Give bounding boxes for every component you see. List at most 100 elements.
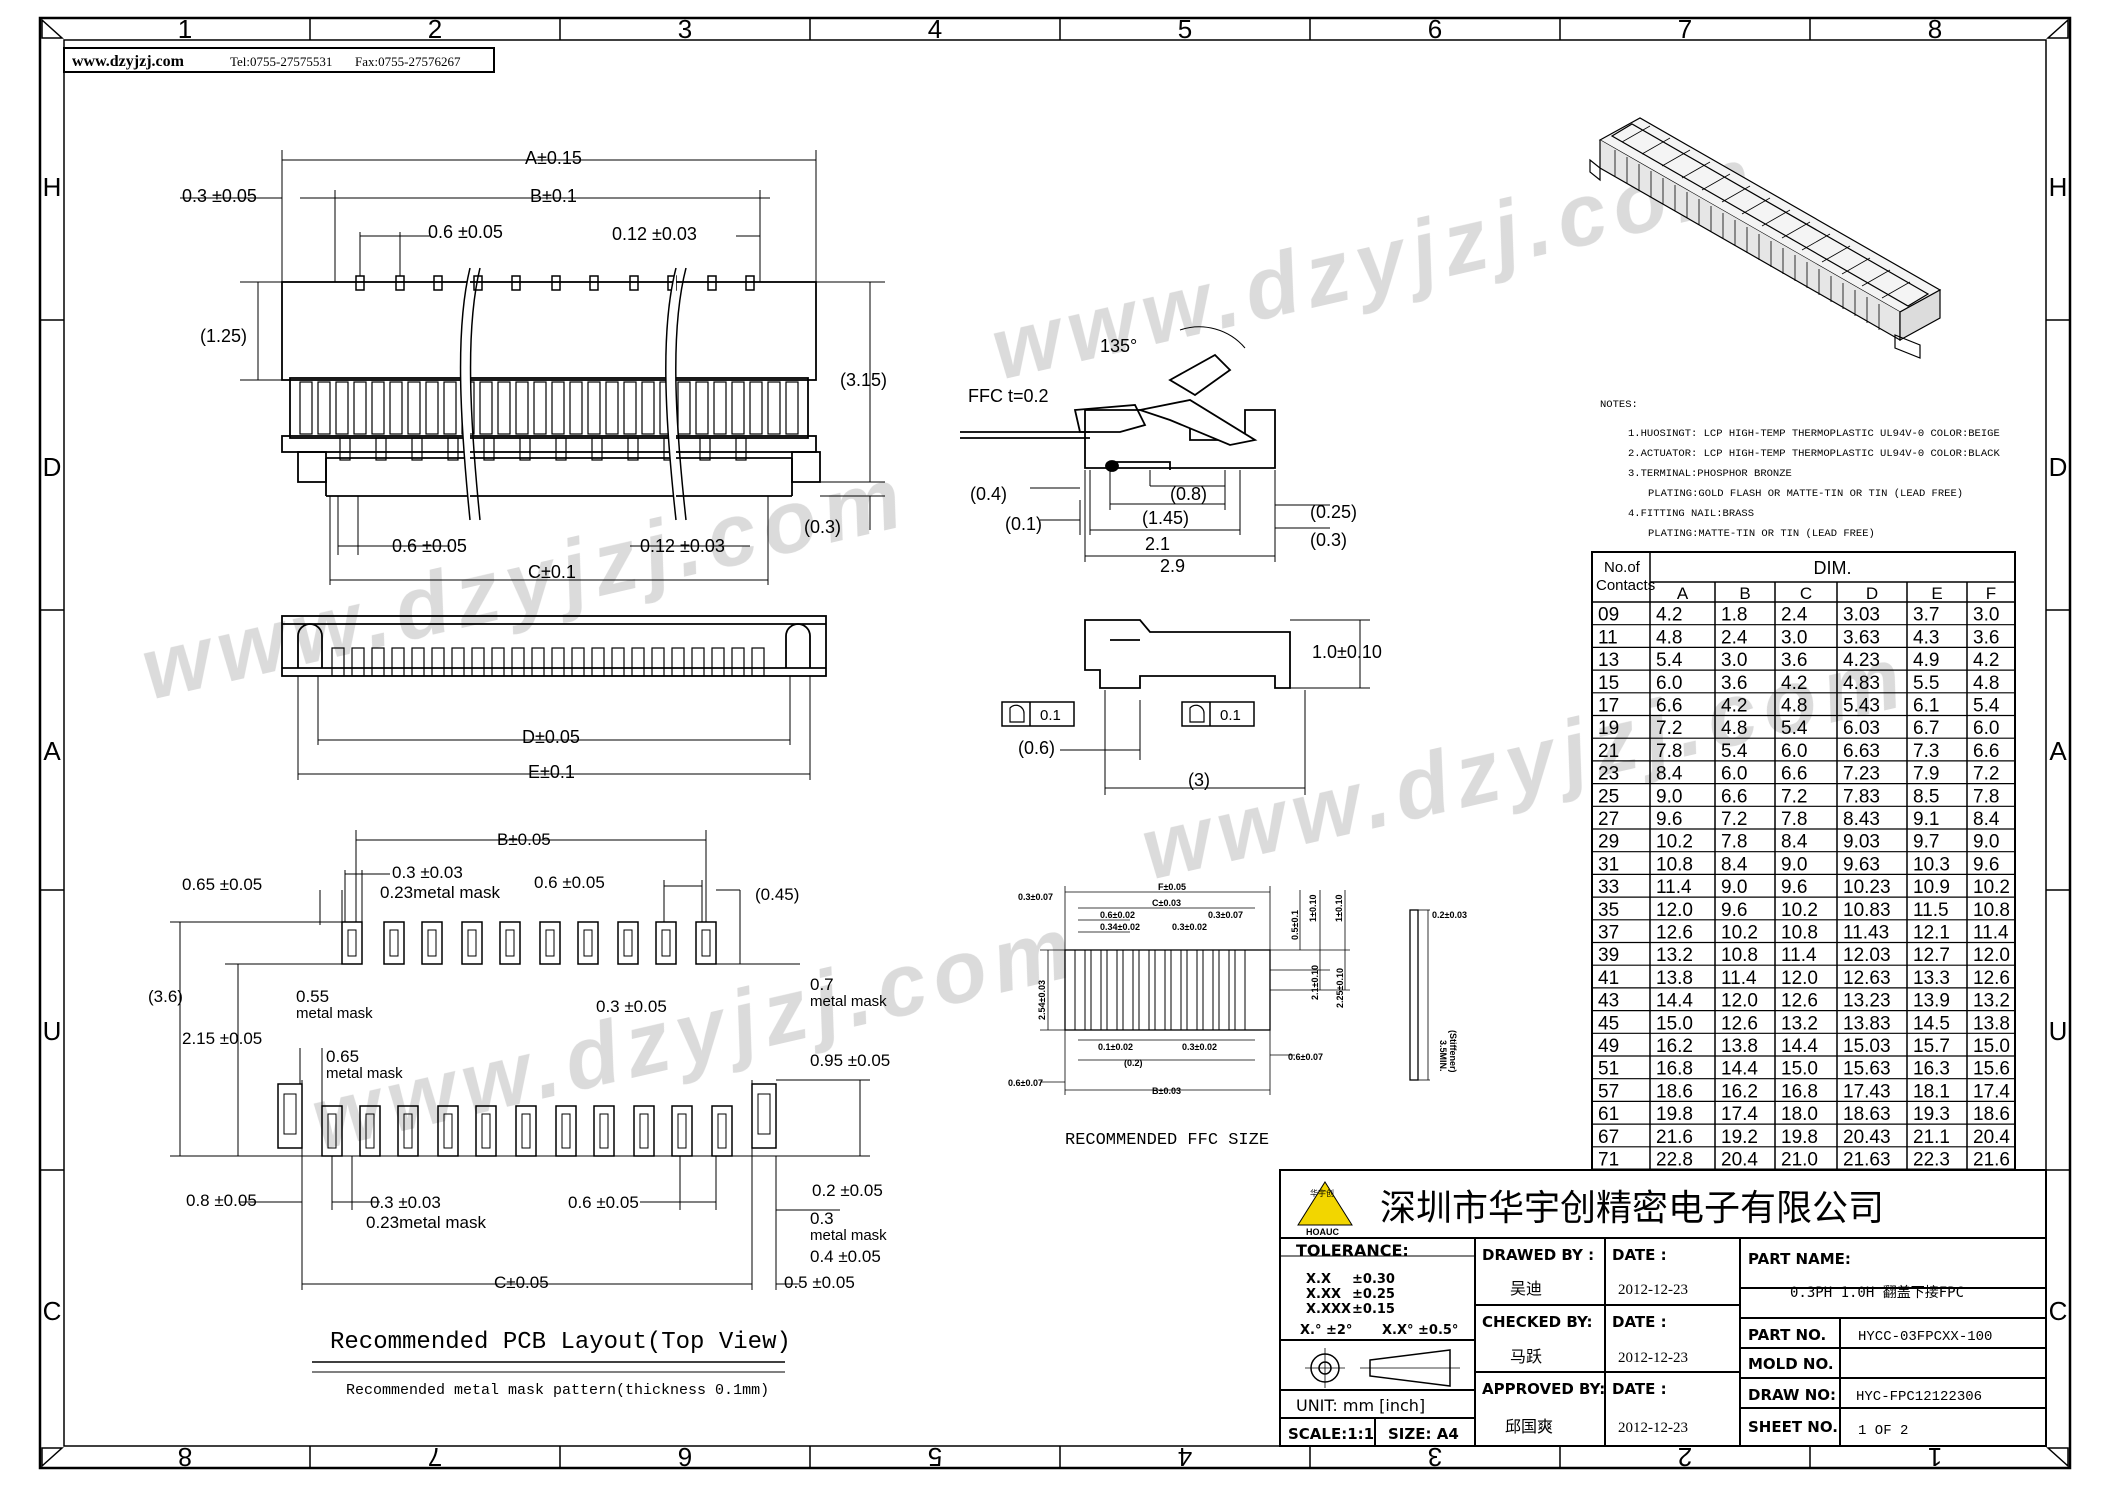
pcb-labels: B±0.05 0.3 ±0.03 0.23metal mask 0.6 ±0.0… [148, 830, 890, 1399]
table-cell: 3.03 [1843, 605, 1880, 626]
dim-315: (3.15) [840, 370, 887, 390]
table-cell: 6.1 [1913, 696, 1939, 717]
dim-04: (0.4) [970, 484, 1007, 504]
side-view-dimensions [1030, 470, 1330, 562]
zone-labels: 1 2 3 4 5 6 7 8 8 7 6 5 4 3 2 1 H D A U … [43, 14, 2068, 1472]
table-cell: 20.43 [1843, 1127, 1891, 1148]
ffc-1b: 1±0.10 [1334, 895, 1344, 922]
dim-145: (1.45) [1142, 508, 1189, 528]
pcb-mask-065: metal mask [326, 1065, 403, 1082]
table-cell: 6.0 [1656, 673, 1682, 694]
top-view [281, 615, 827, 780]
table-cell: 10.8 [1721, 945, 1758, 966]
note-3b: PLATING:GOLD FLASH OR MATTE-TIN OR TIN (… [1648, 488, 1963, 500]
front-view-labels: A±0.15 B±0.1 0.3 ±0.05 0.6 ±0.05 0.12 ±0… [182, 148, 887, 582]
table-cell: 21.63 [1843, 1150, 1891, 1171]
table-cell: 3.63 [1843, 627, 1880, 648]
table-row-contacts: 25 [1598, 786, 1619, 807]
table-cell: 7.8 [1656, 741, 1682, 762]
front-break-lines [459, 267, 687, 521]
table-cell: 5.4 [1781, 718, 1808, 739]
ffc-02: (0.2) [1124, 1058, 1143, 1068]
pcb-dim-08: 0.8 ±0.05 [186, 1191, 257, 1210]
table-cell: 15.0 [1781, 1059, 1818, 1080]
unit-label: UNIT: mm [inch] [1296, 1396, 1425, 1415]
table-cell: 6.0 [1721, 764, 1747, 785]
table-cell: 12.1 [1913, 923, 1950, 944]
table-cell: 9.6 [1656, 809, 1682, 830]
zone-top-1: 1 [178, 14, 192, 44]
zone-bot-8: 8 [178, 1442, 192, 1472]
pcb-dim-03-bot: 0.3 ±0.03 [370, 1193, 441, 1212]
table-row-contacts: 15 [1598, 673, 1619, 694]
table-cell: 6.6 [1781, 764, 1807, 785]
pcb-bottom-pad-inner [327, 1113, 727, 1149]
table-cell: 17.4 [1973, 1081, 2010, 1102]
ffc-stiff2: (Stiffener) [1448, 1030, 1458, 1073]
table-cell: 12.6 [1781, 991, 1818, 1012]
front-top-pins [355, 275, 755, 291]
table-cell: 14.4 [1656, 991, 1693, 1012]
ffc-05: 0.5±0.1 [1290, 910, 1300, 940]
dim-b: B±0.1 [530, 186, 577, 206]
front-contacts [299, 381, 799, 461]
dim-06-top: 0.6 ±0.05 [428, 222, 503, 242]
table-cell: 8.43 [1843, 809, 1880, 830]
pcb-dim-06-top: 0.6 ±0.05 [534, 873, 605, 892]
table-cell: 12.0 [1781, 968, 1818, 989]
notes-title: NOTES: [1600, 399, 1638, 411]
draw-no: HYC-FPC12122306 [1856, 1389, 1982, 1405]
table-cell: 11.4 [1781, 945, 1817, 966]
table-cell: 12.63 [1843, 968, 1891, 989]
note-1: 1.HUOSINGT: LCP HIGH-TEMP THERMOPLASTIC … [1628, 428, 2000, 440]
table-cell: 4.8 [1781, 696, 1807, 717]
table-col-a: A [1677, 584, 1689, 603]
table-cell: 15.6 [1973, 1059, 2010, 1080]
outer-border [38, 16, 2072, 1470]
ffc-stiff: 3.5MIN. [1438, 1040, 1448, 1072]
table-cell: 4.9 [1913, 650, 1939, 671]
table-cell: 7.2 [1656, 718, 1682, 739]
zone-bot-3: 3 [1428, 1442, 1442, 1472]
dim-012-bot: 0.12 ±0.03 [640, 536, 725, 556]
flatness-right: 0.1 [1220, 707, 1241, 724]
table-cell: 12.6 [1656, 923, 1693, 944]
corner-mark-br [2046, 1447, 2069, 1468]
header-box: www.dzyjzj.com Tel:0755-27575531 Fax:075… [63, 47, 495, 73]
side-view [960, 326, 1330, 562]
table-cell: 13.23 [1843, 991, 1891, 1012]
table-row-contacts: 13 [1598, 650, 1619, 671]
pcb-dim-02: 0.2 ±0.05 [812, 1181, 883, 1200]
drawing-frame [38, 16, 2072, 1470]
corner-mark-tl [41, 18, 64, 39]
table-cell: 14.4 [1721, 1059, 1758, 1080]
sheet-no: 1 OF 2 [1858, 1423, 1908, 1439]
zone-right-h: H [2049, 172, 2068, 202]
header-site: www.dzyjzj.com [72, 53, 185, 70]
date-label-1: DATE : [1612, 1246, 1667, 1264]
table-cell: 5.43 [1843, 696, 1880, 717]
table-cell: 1.8 [1721, 605, 1747, 626]
table-corner-top: No.of [1604, 559, 1641, 576]
drawn-by-label: DRAWED BY : [1482, 1246, 1594, 1264]
pcb-dim-b: B±0.05 [497, 830, 551, 849]
table-cell: 4.8 [1721, 718, 1747, 739]
table-cell: 16.8 [1656, 1059, 1693, 1080]
zone-right-d: D [2049, 452, 2068, 482]
table-cell: 21.6 [1656, 1127, 1693, 1148]
pcb-dim-36: (3.6) [148, 987, 183, 1006]
table-cell: 6.6 [1973, 741, 1999, 762]
ffc-b: B±0.03 [1152, 1086, 1181, 1096]
pcb-dim-095: 0.95 ±0.05 [810, 1051, 890, 1070]
table-cell: 18.6 [1973, 1104, 2010, 1125]
table-row-contacts: 11 [1598, 627, 1618, 648]
table-row-contacts: 37 [1598, 923, 1619, 944]
pcb-title-lines [312, 1361, 785, 1373]
pcb-dim-065b: 0.65 [326, 1047, 359, 1066]
table-cell: 4.2 [1973, 650, 1999, 671]
table-cell: 7.8 [1781, 809, 1807, 830]
table-corner-bottom: Contacts [1596, 577, 1655, 594]
projection-symbol [1305, 1348, 1460, 1388]
dim-03s: (0.3) [1310, 530, 1347, 550]
note-4b: PLATING:MATTE-TIN OR TIN (LEAD FREE) [1648, 528, 1875, 540]
